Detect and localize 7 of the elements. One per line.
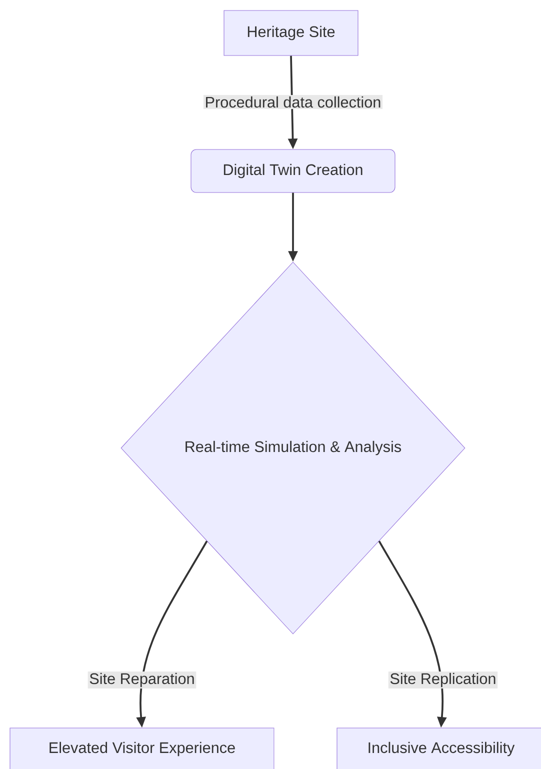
process-box: Digital Twin Creation (190, 149, 396, 193)
edge-label: Procedural data collection (203, 95, 383, 109)
process-box: Inclusive Accessibility (336, 728, 541, 769)
process-box: Elevated Visitor Experience (10, 728, 274, 769)
process-box: Heritage Site (224, 10, 358, 56)
edge-label: Site Reparation (88, 672, 196, 688)
edge-label: Site Replication (388, 672, 498, 688)
